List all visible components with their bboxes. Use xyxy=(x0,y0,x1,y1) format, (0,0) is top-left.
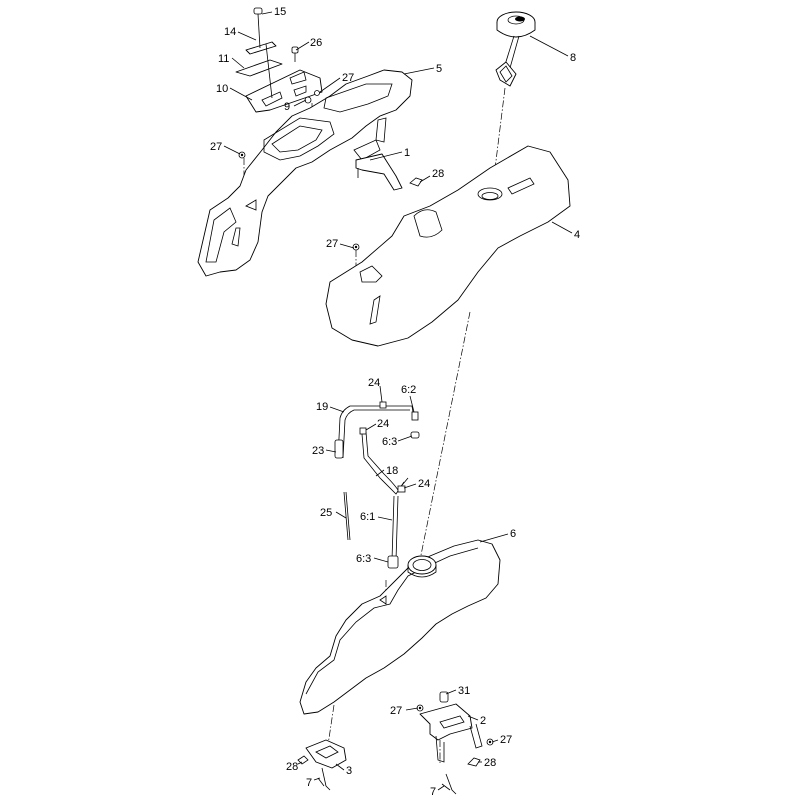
callout-28-a: 28 xyxy=(432,168,444,180)
callout-26: 26 xyxy=(310,37,322,49)
part-11-bracket xyxy=(235,59,283,77)
part-24-clamp-c xyxy=(397,485,406,493)
callout-6-3-b: 6:3 xyxy=(356,553,371,565)
callout-28-b: 28 xyxy=(484,757,496,769)
callout-6-3-a: 6:3 xyxy=(382,436,397,448)
callout-24-c: 24 xyxy=(418,478,430,490)
part-23-filter xyxy=(334,439,344,459)
part-24-clamp-a xyxy=(379,401,387,409)
callout-23: 23 xyxy=(312,445,324,457)
hardware-27-mid xyxy=(352,243,360,251)
callout-8: 8 xyxy=(570,52,576,64)
callout-27-a: 27 xyxy=(342,72,354,84)
part-3-bracket xyxy=(297,739,347,769)
part-7-clip-right xyxy=(441,773,457,795)
callout-25: 25 xyxy=(320,507,332,519)
callout-11: 11 xyxy=(218,53,229,65)
callout-10: 10 xyxy=(216,83,228,95)
part-7-clip-left xyxy=(317,767,331,791)
callout-3: 3 xyxy=(346,765,352,777)
callout-24-b: 24 xyxy=(377,418,389,430)
part-24-clamp-b xyxy=(359,427,367,435)
callout-15: 15 xyxy=(274,6,286,18)
callout-leaders xyxy=(223,11,573,791)
callout-27-b: 27 xyxy=(210,141,222,153)
part-25-strap xyxy=(343,491,349,541)
part-14-lever xyxy=(245,41,277,55)
callout-labels: 15 14 26 11 27 5 10 9 8 27 1 28 4 27 24 … xyxy=(210,6,580,798)
callout-14: 14 xyxy=(224,26,236,38)
part-62-fitting xyxy=(411,411,419,421)
part-63-grommet-b xyxy=(387,555,399,569)
callout-6: 6 xyxy=(510,528,516,540)
part-27-bolt-a xyxy=(314,90,320,96)
callout-31: 31 xyxy=(458,685,470,697)
part-4-tank-cover xyxy=(325,145,571,347)
callout-27-c: 27 xyxy=(326,238,338,250)
callout-2: 2 xyxy=(480,715,486,727)
callout-28-c: 28 xyxy=(286,761,298,773)
callout-4: 4 xyxy=(574,229,580,241)
part-6-fuel-tank xyxy=(299,539,501,715)
callout-5: 5 xyxy=(436,63,442,75)
part-5-console-shroud xyxy=(197,69,413,277)
part-26-screw xyxy=(291,46,299,54)
callout-9: 9 xyxy=(284,101,290,113)
part-19-hose xyxy=(337,405,415,459)
part-8-fuel-cap xyxy=(495,11,536,87)
callout-27-d: 27 xyxy=(390,705,402,717)
callout-7-b: 7 xyxy=(430,786,436,798)
part-9-nut xyxy=(304,96,312,104)
part-2-bracket xyxy=(419,703,483,763)
callout-6-2: 6:2 xyxy=(401,384,416,396)
callout-18: 18 xyxy=(386,465,398,477)
control-plate-assembly xyxy=(235,7,323,113)
part-31-spacer xyxy=(439,691,449,703)
part-1-bracket xyxy=(355,153,403,191)
part-28-screw-lower-right xyxy=(467,757,481,767)
hardware-27-upper xyxy=(238,151,246,159)
callout-7-a: 7 xyxy=(306,777,312,789)
part-15-knob xyxy=(253,7,263,15)
callout-24-a: 24 xyxy=(368,377,380,389)
fuel-line-assembly xyxy=(334,401,420,569)
part-61-tube xyxy=(391,495,395,561)
callout-27-e: 27 xyxy=(500,734,512,746)
callout-1: 1 xyxy=(404,147,410,159)
part-18-hose xyxy=(361,433,405,495)
part-28-screw-upper xyxy=(409,177,423,187)
callout-19: 19 xyxy=(316,401,328,413)
part-63-grommet-a xyxy=(410,431,420,439)
callout-6-1: 6:1 xyxy=(360,511,375,523)
